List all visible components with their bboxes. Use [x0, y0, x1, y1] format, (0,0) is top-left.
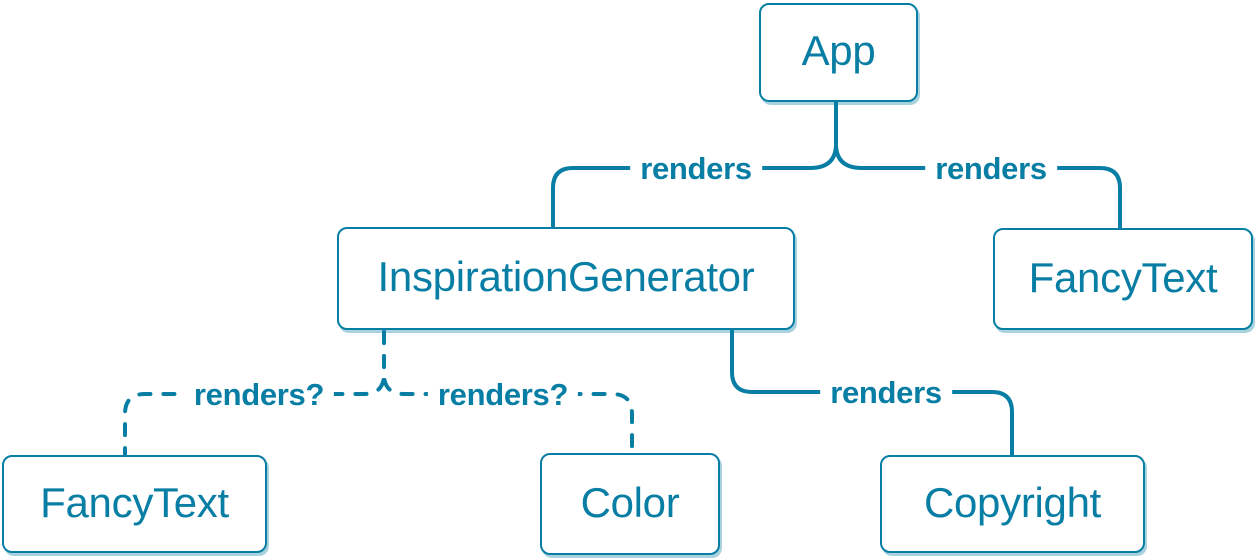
node-fancy-text-top: FancyText [993, 228, 1253, 330]
node-fancy-text-top-label: FancyText [1028, 253, 1218, 301]
edge-label-renders-fancy-text-bottom: renders? [183, 375, 335, 415]
node-color: Color [540, 453, 720, 555]
node-inspiration-generator-label: InspirationGenerator [377, 253, 755, 300]
node-copyright: Copyright [880, 455, 1145, 553]
edge-label-renders-inspiration-generator: renders [630, 149, 762, 189]
node-app-label: App [801, 27, 876, 74]
edge-label-renders-fancy-text-top: renders [925, 149, 1057, 189]
edge-inspiration-generator-fancy-text [123, 330, 386, 456]
node-fancy-text-bottom-label: FancyText [40, 478, 229, 526]
node-inspiration-generator: InspirationGenerator [337, 227, 795, 330]
node-copyright-label: Copyright [923, 478, 1102, 526]
node-color-label: Color [580, 478, 680, 526]
edge-label-renders-copyright: renders [820, 373, 952, 413]
node-fancy-text-bottom: FancyText [2, 455, 267, 553]
node-app: App [759, 3, 918, 102]
edge-label-renders-color: renders? [427, 375, 579, 415]
